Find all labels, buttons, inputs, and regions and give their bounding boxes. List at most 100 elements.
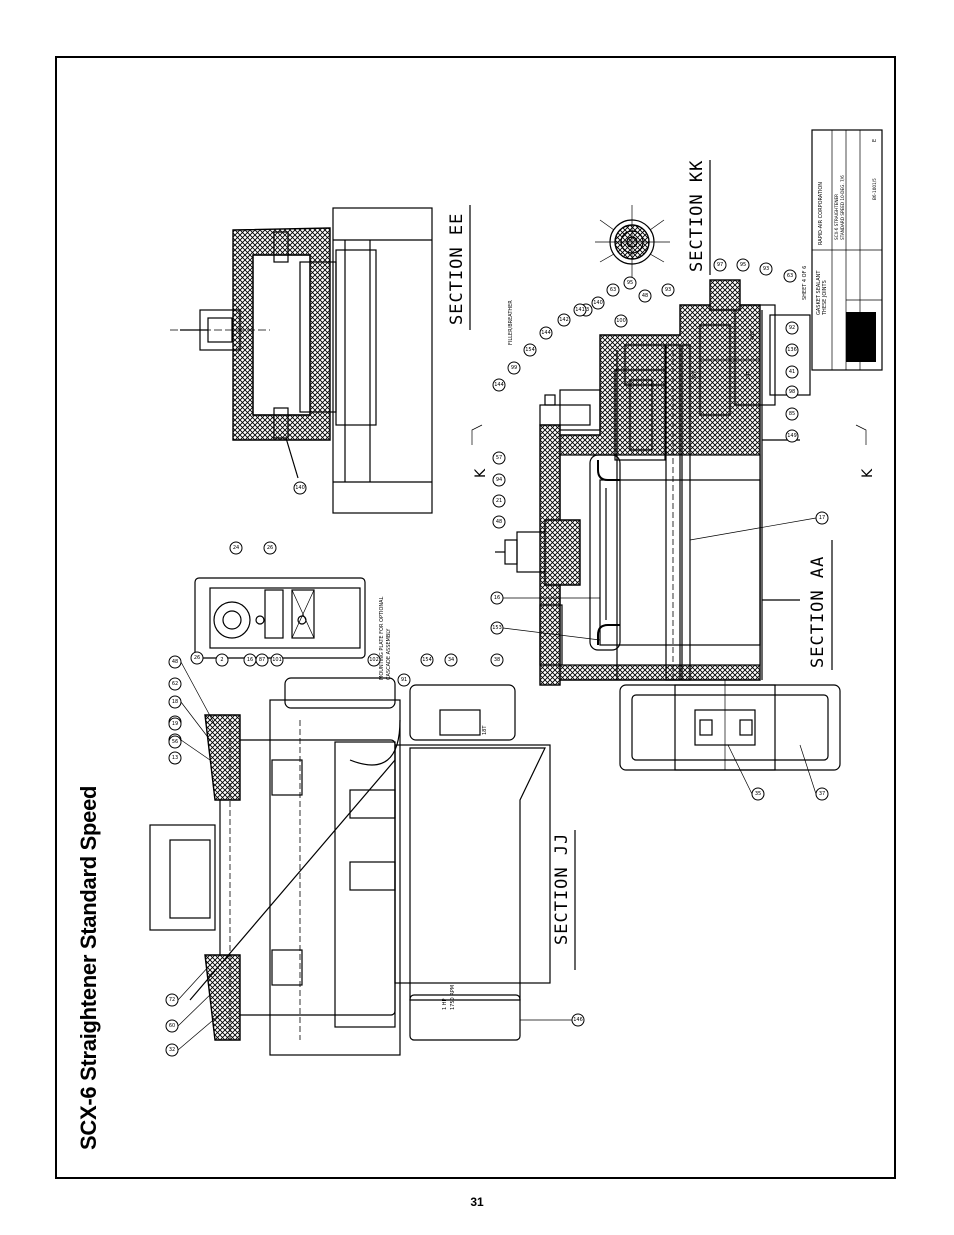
svg-text:153: 153: [492, 625, 502, 631]
motor-rpm-label: 1750 RPM: [450, 985, 456, 1010]
svg-text:18: 18: [172, 699, 178, 705]
svg-text:101: 101: [272, 657, 282, 663]
callout-aa-48: 48: [492, 515, 506, 529]
callout-jj-35: 35: [751, 787, 765, 801]
callout-aa-141: 141: [573, 303, 587, 317]
svg-text:26: 26: [267, 545, 273, 551]
svg-text:154: 154: [422, 657, 432, 663]
callout-jj-101: 101: [270, 653, 284, 667]
callout-jj-154: 154: [420, 653, 434, 667]
svg-text:99: 99: [511, 365, 517, 371]
section-jj-label: SECTION JJ: [552, 833, 572, 945]
gasket-note-2: THESE JOINTS: [822, 280, 828, 316]
callout-aa-92: 92: [785, 321, 799, 335]
callout-aa-149: 149: [785, 429, 799, 443]
gear-36t-label: 36T: [692, 370, 698, 380]
callout-jj-102: 102: [367, 653, 381, 667]
callout-aa-63: 63: [783, 269, 797, 283]
callout-kk-140: 140: [591, 296, 605, 310]
gear-48t-label: 48T: [750, 330, 756, 340]
section-kk-view: [595, 205, 670, 280]
svg-text:26: 26: [194, 655, 200, 661]
callout-aa-153: 153: [490, 621, 504, 635]
callout-jj-62: 62: [168, 677, 182, 691]
svg-text:38: 38: [494, 657, 500, 663]
svg-text:146: 146: [573, 1017, 583, 1023]
svg-text:48: 48: [642, 293, 648, 299]
svg-text:19: 19: [172, 721, 178, 727]
callout-aa-144b: 144: [539, 326, 553, 340]
svg-text:95: 95: [627, 280, 633, 286]
gasket-note-1: GASKET SEALANT: [816, 270, 822, 315]
callout-kk-95: 95: [623, 276, 637, 290]
svg-text:142: 142: [559, 317, 569, 323]
svg-text:13: 13: [172, 755, 178, 761]
section-k-marker-left: K: [473, 468, 489, 478]
filler-breather-note: FILLER/BREATHER: [508, 300, 514, 345]
callout-aa-85: 85: [785, 407, 799, 421]
svg-text:85: 85: [789, 411, 795, 417]
callout-aa-95: 95: [736, 258, 750, 272]
mounting-plate-note-2: CASCADE ASSEMBLY: [386, 628, 392, 680]
svg-text:16: 16: [247, 657, 253, 663]
svg-text:2: 2: [220, 657, 223, 663]
svg-text:136: 136: [787, 347, 797, 353]
callout-jj-91b: 91: [397, 673, 411, 687]
callout-jj-37: 37: [815, 787, 829, 801]
callout-jj-60: 60: [165, 1019, 179, 1033]
leader-lines: [177, 517, 817, 1051]
callout-cascade-24: 24: [229, 541, 243, 555]
callout-kk-48: 48: [638, 289, 652, 303]
svg-text:24: 24: [233, 545, 239, 551]
svg-text:41: 41: [789, 369, 795, 375]
callout-jj-38: 38: [490, 653, 504, 667]
svg-text:48: 48: [172, 659, 178, 665]
callout-aa-136: 136: [785, 343, 799, 357]
svg-text:57: 57: [496, 455, 502, 461]
callout-jj-72: 72: [165, 993, 179, 1007]
callout-jj-16: 16: [243, 653, 257, 667]
callout-aa-154: 154: [523, 343, 537, 357]
svg-text:48: 48: [496, 519, 502, 525]
callout-ee-140: 140: [293, 481, 307, 495]
callout-aa-57: 57: [492, 451, 506, 465]
callout-aa-93: 93: [759, 262, 773, 276]
callout-aa-41: 41: [785, 365, 799, 379]
svg-text:93: 93: [665, 287, 671, 293]
svg-text:140: 140: [295, 485, 305, 491]
svg-text:37: 37: [819, 791, 825, 797]
title-block-company: RAPID-AIR CORPORATION: [818, 182, 824, 245]
svg-text:17: 17: [819, 515, 825, 521]
title-block-sheet: SHEET 4 OF 6: [802, 266, 808, 300]
title-block-drawing-no: B6-1001/5: [872, 178, 877, 200]
svg-text:94: 94: [496, 477, 502, 483]
callout-aa-144a: 144: [492, 378, 506, 392]
callout-kk-63: 63: [606, 283, 620, 297]
svg-text:100: 100: [616, 318, 626, 324]
title-block-product: SCX-6 STRAIGHTENER: [834, 194, 839, 240]
callout-aa-21: 21: [492, 494, 506, 508]
mounting-plate-note-1: MOUNTING PLATE FOR OPTIONAL: [379, 596, 385, 680]
svg-text:154: 154: [525, 347, 535, 353]
svg-text:21: 21: [496, 498, 502, 504]
callout-jj-32: 32: [165, 1043, 179, 1057]
svg-text:16: 16: [494, 595, 500, 601]
page-number: 31: [470, 1195, 484, 1209]
svg-text:72: 72: [169, 997, 175, 1003]
motor-hp-label: 1 HP: [442, 998, 448, 1010]
section-aa-view: [495, 279, 841, 771]
callout-aa-99: 99: [507, 361, 521, 375]
callout-aa-17: 17: [815, 511, 829, 525]
svg-text:87: 87: [259, 657, 265, 663]
callout-aa-97: 97: [713, 258, 727, 272]
svg-text:97: 97: [717, 262, 723, 268]
callout-jj-2: 2: [215, 653, 229, 667]
callout-jj-48: 48: [168, 655, 182, 669]
callout-jj-13: 13: [168, 751, 182, 765]
callout-aa-94: 94: [492, 473, 506, 487]
callout-kk-100: 100: [614, 314, 628, 328]
svg-text:95: 95: [740, 262, 746, 268]
callout-cascade-26: 26: [263, 541, 277, 555]
callout-aa-98: 98: [785, 385, 799, 399]
svg-text:92: 92: [789, 325, 795, 331]
